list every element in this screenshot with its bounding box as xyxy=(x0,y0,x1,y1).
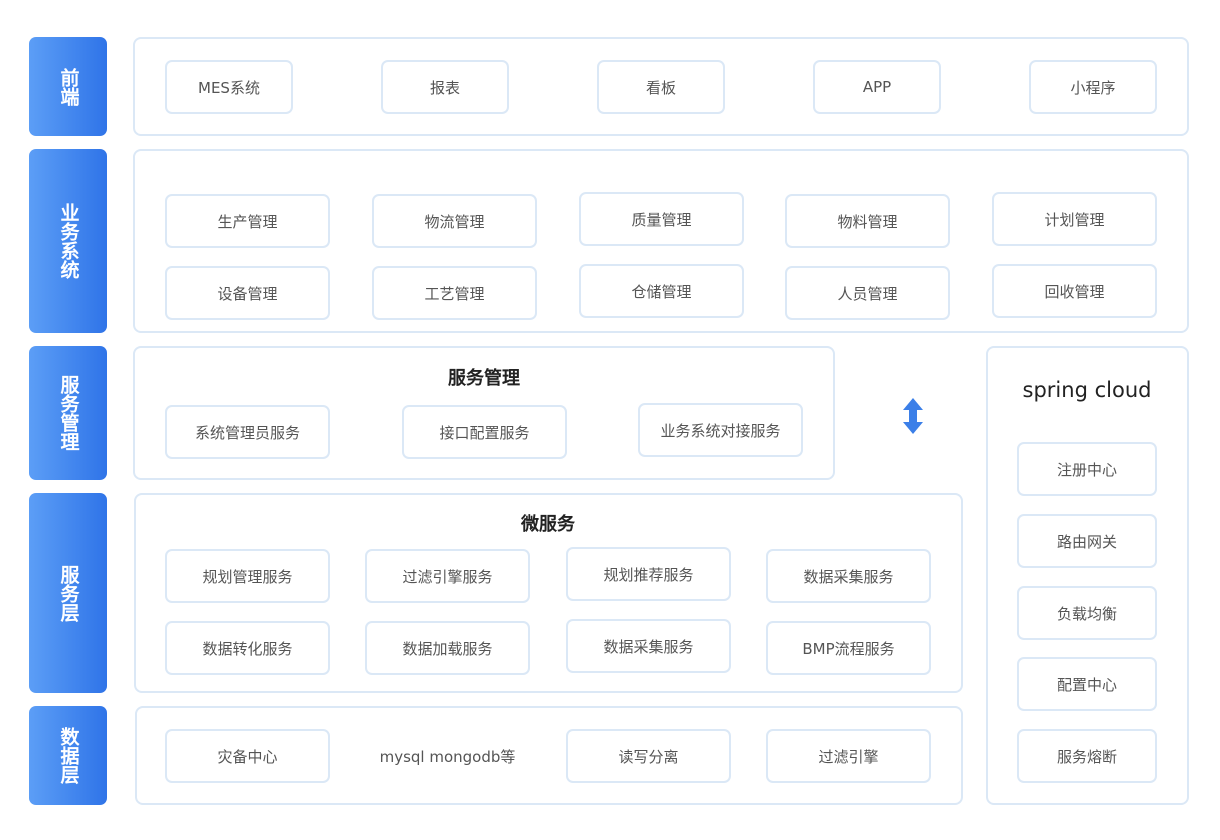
double-vertical-arrow-icon xyxy=(903,398,923,434)
micro-item-data-transform: 数据转化服务 xyxy=(165,621,330,675)
frontend-item-report: 报表 xyxy=(381,60,509,114)
frontend-item-mes: MES系统 xyxy=(165,60,293,114)
business-item-warehouse: 仓储管理 xyxy=(579,264,744,318)
spring-cloud-title: spring cloud xyxy=(1022,378,1152,402)
micro-item-bmp-flow: BMP流程服务 xyxy=(766,621,931,675)
micro-item-data-collect-2: 数据采集服务 xyxy=(566,619,731,673)
service-mgmt-title: 服务管理 xyxy=(448,368,520,389)
business-item-process: 工艺管理 xyxy=(372,266,537,320)
business-item-quality: 质量管理 xyxy=(579,192,744,246)
microservice-title: 微服务 xyxy=(521,514,575,535)
micro-item-data-collect: 数据采集服务 xyxy=(766,549,931,603)
frontend-item-app: APP xyxy=(813,60,941,114)
frontend-item-miniprogram: 小程序 xyxy=(1029,60,1157,114)
data-item-disaster-recovery: 灾备中心 xyxy=(165,729,330,783)
layer-label-service-mgmt: 服务管理 xyxy=(29,346,107,480)
layer-label-service-layer: 服务层 xyxy=(29,493,107,693)
business-item-material: 物料管理 xyxy=(785,194,950,248)
business-item-personnel: 人员管理 xyxy=(785,266,950,320)
layer-label-frontend: 前端 xyxy=(29,37,107,136)
frontend-item-dashboard: 看板 xyxy=(597,60,725,114)
micro-item-filter-engine: 过滤引擎服务 xyxy=(365,549,530,603)
data-item-filter-engine: 过滤引擎 xyxy=(766,729,931,783)
micro-item-planning-recommend: 规划推荐服务 xyxy=(566,547,731,601)
micro-item-planning-mgmt: 规划管理服务 xyxy=(165,549,330,603)
layer-label-data: 数据层 xyxy=(29,706,107,805)
spring-item-circuit-breaker: 服务熔断 xyxy=(1017,729,1157,783)
business-item-recycle: 回收管理 xyxy=(992,264,1157,318)
service-mgmt-item-integration: 业务系统对接服务 xyxy=(638,403,803,457)
spring-item-gateway: 路由网关 xyxy=(1017,514,1157,568)
service-mgmt-item-interface: 接口配置服务 xyxy=(402,405,567,459)
business-item-plan: 计划管理 xyxy=(992,192,1157,246)
spring-item-load-balance: 负载均衡 xyxy=(1017,586,1157,640)
data-item-rw-split: 读写分离 xyxy=(566,729,731,783)
business-item-production: 生产管理 xyxy=(165,194,330,248)
layer-label-business: 业务系统 xyxy=(29,149,107,333)
spring-item-config-center: 配置中心 xyxy=(1017,657,1157,711)
spring-cloud-panel xyxy=(986,346,1189,805)
spring-item-registry: 注册中心 xyxy=(1017,442,1157,496)
data-item-databases: mysql mongodb等 xyxy=(379,747,516,766)
micro-item-data-load: 数据加载服务 xyxy=(365,621,530,675)
business-item-equipment: 设备管理 xyxy=(165,266,330,320)
service-mgmt-item-admin: 系统管理员服务 xyxy=(165,405,330,459)
business-item-logistics: 物流管理 xyxy=(372,194,537,248)
